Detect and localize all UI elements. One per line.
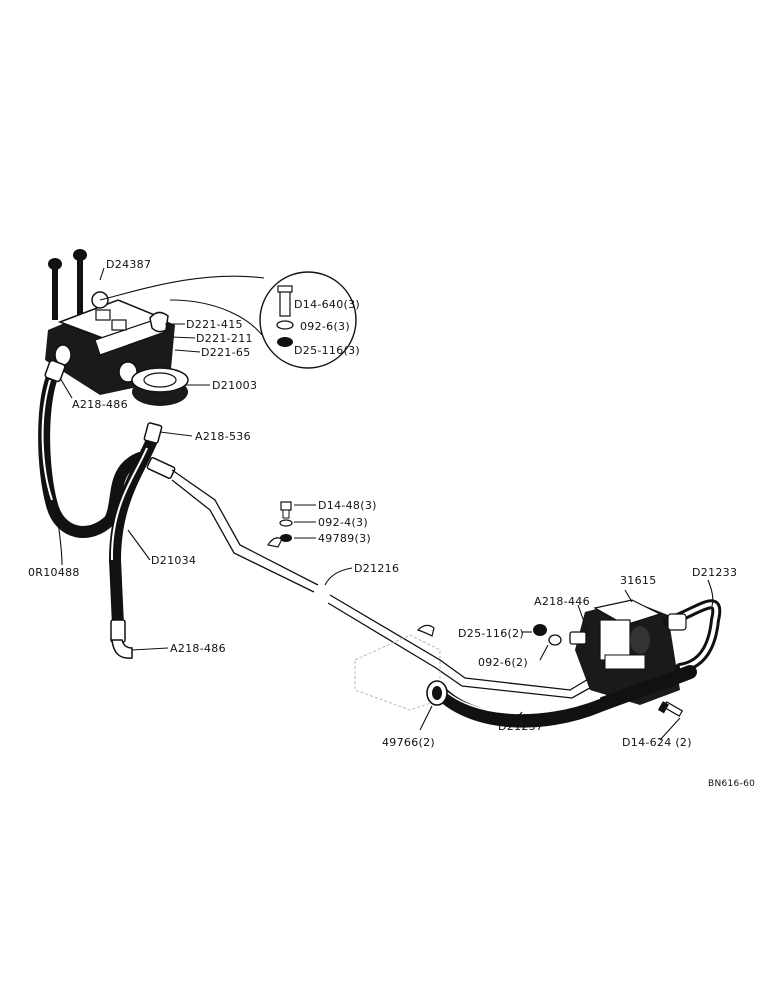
nut-d25-116-2: [533, 624, 547, 636]
clamp-49766: [426, 680, 448, 706]
pump-31615: [575, 599, 680, 705]
label-d21233: D21233: [692, 566, 737, 579]
label-a218-486-lower: A218-486: [170, 642, 226, 655]
label-d21034: D21034: [151, 554, 196, 567]
washer-092-6-2: [548, 634, 562, 646]
label-d21237: D21237: [498, 720, 543, 733]
label-d221-65: D221-65: [201, 346, 251, 359]
figure-code: BN616-60: [708, 779, 755, 789]
part-labels: D24387 D221-415 D221-211 D221-65 D21003 …: [28, 258, 755, 789]
clip-49789: [267, 537, 435, 637]
label-d14-624: D14-624 (2): [622, 736, 692, 749]
fitting-a218-446: [569, 631, 587, 645]
label-092-4: 092-4(3): [318, 516, 368, 529]
fitting-a218-536: [143, 422, 163, 444]
hose-d21237: [431, 665, 697, 728]
label-d221-211: D221-211: [196, 332, 253, 345]
leader-lines: [57, 267, 714, 741]
hose-d21034: [108, 434, 158, 631]
label-092-6-2: 092-6(2): [478, 656, 528, 669]
tube-d21216: [171, 469, 605, 699]
mounting-bracket: [354, 634, 441, 711]
nut-49789: [280, 534, 292, 542]
label-49789: 49789(3): [318, 532, 371, 545]
label-d21216: D21216: [354, 562, 399, 575]
hose-0r10488: [38, 364, 146, 538]
label-d25-116-3: D25-116(3): [294, 344, 360, 357]
detail-callout: [99, 271, 357, 369]
label-a218-446: A218-446: [534, 595, 590, 608]
label-a218-486-upper: A218-486: [72, 398, 128, 411]
hose-tube-coupling: [146, 456, 176, 480]
label-092-6-3: 092-6(3): [300, 320, 350, 333]
label-d21003: D21003: [212, 379, 257, 392]
control-levers: [48, 249, 87, 320]
label-d25-116-2: D25-116(2): [458, 627, 524, 640]
fitting-a218-486-upper: [44, 359, 66, 383]
fitting-a218-486-lower: [110, 619, 133, 659]
hose-d21233: [663, 599, 722, 673]
label-a218-536: A218-536: [195, 430, 251, 443]
label-d14-640: D14-640(3): [294, 298, 360, 311]
label-31615: 31615: [620, 574, 657, 587]
label-d24387: D24387: [106, 258, 151, 271]
washer-092-4: [279, 519, 293, 527]
label-d221-415: D221-415: [186, 318, 243, 331]
bolt-d14-624: [657, 701, 684, 717]
label-49766: 49766(2): [382, 736, 435, 749]
label-0r10488: 0R10488: [28, 566, 80, 579]
label-d14-48: D14-48(3): [318, 499, 377, 512]
bolt-d14-48: [280, 501, 292, 519]
control-valve-assembly: [45, 249, 189, 406]
